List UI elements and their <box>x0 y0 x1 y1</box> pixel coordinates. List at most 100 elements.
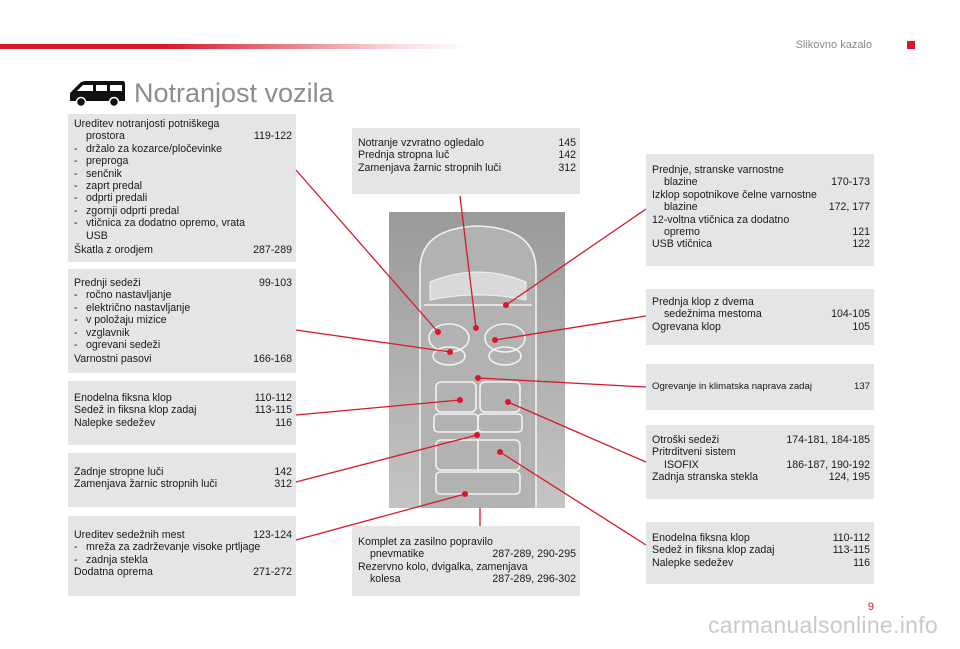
sub-item: zadnja stekla <box>86 553 148 566</box>
item-label: Zamenjava žarnic stropnih luči <box>358 161 502 174</box>
item-label: Komplet za zasilno popravilo <box>358 536 493 548</box>
box-climate: Ogrevanje in klimatska naprava zadaj 137 <box>646 364 874 410</box>
callout-lines <box>295 169 647 546</box>
sub-item: odprti predali <box>86 192 148 205</box>
sub-item: električno nastavljanje <box>86 301 191 314</box>
sub-item: mreža za zadrževanje visoke prtljage <box>86 541 261 554</box>
item-label: sedežnima mestoma <box>664 308 762 321</box>
sub-item: vzglavnik <box>86 326 130 339</box>
sub-item: zaprt predal <box>86 180 142 193</box>
item-label: Sedež in fiksna klop zadaj <box>74 404 197 417</box>
item-label: Prednje, stranske varnostne <box>652 164 784 176</box>
van-top-view <box>419 225 537 508</box>
item-label: kolesa <box>370 573 401 586</box>
page-ref: 99-103 <box>259 277 292 289</box>
page-ref: 312 <box>558 161 576 174</box>
page-ref: 137 <box>853 381 870 392</box>
item-label: Otroški sedeži <box>652 434 720 446</box>
item-label: Enodelna fiksna klop <box>652 532 750 544</box>
sub-item: v položaju mizice <box>86 314 167 327</box>
page-ref: 124, 195 <box>828 471 870 484</box>
page-number: 9 <box>867 601 874 613</box>
sub-item: senčnik <box>86 167 122 180</box>
item-label: Zadnje stropne luči <box>74 466 164 478</box>
item-label: prostora <box>86 130 125 143</box>
page-ref: 142 <box>274 466 292 478</box>
item-label: Nalepke sedežev <box>74 416 156 429</box>
box-repair-kit: Komplet za zasilno popravilo pnevmatike 2… <box>352 526 580 596</box>
page-ref: 110-112 <box>832 532 870 544</box>
header-accent-bar <box>0 44 470 49</box>
page-ref: 271-272 <box>253 566 292 579</box>
box-mirror: Notranje vzvratno ogledalo 145 Prednja st… <box>352 128 580 194</box>
page-ref: 287-289 <box>253 244 292 257</box>
item-label: Ogrevana klop <box>652 320 721 333</box>
box-airbags: Prednje, stranske varnostne blazine 170-1… <box>646 154 874 266</box>
item-label: blazine <box>664 176 698 189</box>
item-label: Rezervno kolo, dvigalka, zamenjava <box>358 560 528 573</box>
watermark: carmanualsonline.info <box>707 612 938 638</box>
box-rear-bench-right: Enodelna fiksna klop 110-112 Sedež in fik… <box>646 522 874 584</box>
callout-dots <box>435 302 511 497</box>
page-ref: 105 <box>852 320 870 333</box>
box-rear-bench-left: Enodelna fiksna klop 110-112 Sedež in fik… <box>68 381 296 445</box>
section-title: Slikovno kazalo <box>795 39 872 51</box>
page-ref: 186-187, 190-192 <box>786 458 870 471</box>
page-ref: 116 <box>853 556 870 569</box>
page-ref: 145 <box>558 137 576 149</box>
item-label: Varnostni pasovi <box>74 353 152 366</box>
page-ref: 122 <box>852 238 870 251</box>
sub-item: zgornji odprti predal <box>86 204 180 217</box>
page-ref: 312 <box>274 478 292 491</box>
item-label: Izklop sopotnikove čelne varnostne <box>652 188 817 201</box>
page-ref: 287-289, 296-302 <box>492 573 576 586</box>
item-label: Ureditev sedežnih mest <box>74 529 185 541</box>
item-label: Dodatna oprema <box>74 566 153 579</box>
item-label: Pritrditveni sistem <box>652 446 736 459</box>
item-label: USB vtičnica <box>652 238 713 251</box>
page-ref: 104-105 <box>831 308 870 321</box>
section-marker <box>907 41 915 49</box>
van-icon <box>70 81 125 108</box>
sub-item: preproga <box>86 155 129 168</box>
sub-item: vtičnica za dodatno opremo, vrata <box>86 217 245 230</box>
page-ref: 121 <box>852 226 870 239</box>
page-ref: 119-122 <box>253 130 292 143</box>
item-label: Nalepke sedežev <box>652 556 734 569</box>
item-label: ISOFIX <box>664 458 699 471</box>
box-storage: Ureditev notranjosti potniškega prostora… <box>68 114 296 262</box>
item-label: Sedež in fiksna klop zadaj <box>652 544 775 557</box>
page-ref: 172, 177 <box>828 201 870 214</box>
item-label: Ogrevanje in klimatska naprava zadaj <box>652 381 812 392</box>
item-label: Zadnja stranska stekla <box>652 471 758 484</box>
item-label: Zamenjava žarnic stropnih luči <box>74 478 218 491</box>
item-label: Ureditev notranjosti potniškega <box>74 118 220 130</box>
item-label: 12-voltna vtičnica za dodatno <box>652 213 790 226</box>
page-ref: 170-173 <box>831 176 870 189</box>
item-label: Notranje vzvratno ogledalo <box>358 137 485 149</box>
sub-item: ročno nastavljanje <box>86 289 172 302</box>
page-ref: 113-115 <box>832 544 870 557</box>
item-label: Enodelna fiksna klop <box>74 392 172 404</box>
page-title-row: Notranjost vozila <box>68 76 334 110</box>
page-ref: 287-289, 290-295 <box>492 548 576 561</box>
item-label: Prednja stropna luč <box>358 149 450 162</box>
page-title: Notranjost vozila <box>134 77 334 108</box>
page-ref: 116 <box>275 416 292 429</box>
page-ref: 166-168 <box>253 353 292 366</box>
item-label: Škatla z orodjem <box>74 244 153 257</box>
item-label: pnevmatike <box>370 548 425 561</box>
page-ref: 142 <box>558 149 576 162</box>
sub-item: ogrevani sedeži <box>86 339 161 352</box>
page-ref: 174-181, 184-185 <box>786 434 870 446</box>
item-label: opremo <box>664 226 700 239</box>
item-label: Prednji sedeži <box>74 277 141 289</box>
page-ref: 110-112 <box>254 392 292 404</box>
item-label: blazine <box>664 201 698 214</box>
page-ref: 123-124 <box>253 529 292 541</box>
box-rear-lights: Zadnje stropne luči 142 Zamenjava žarnic … <box>68 453 296 507</box>
